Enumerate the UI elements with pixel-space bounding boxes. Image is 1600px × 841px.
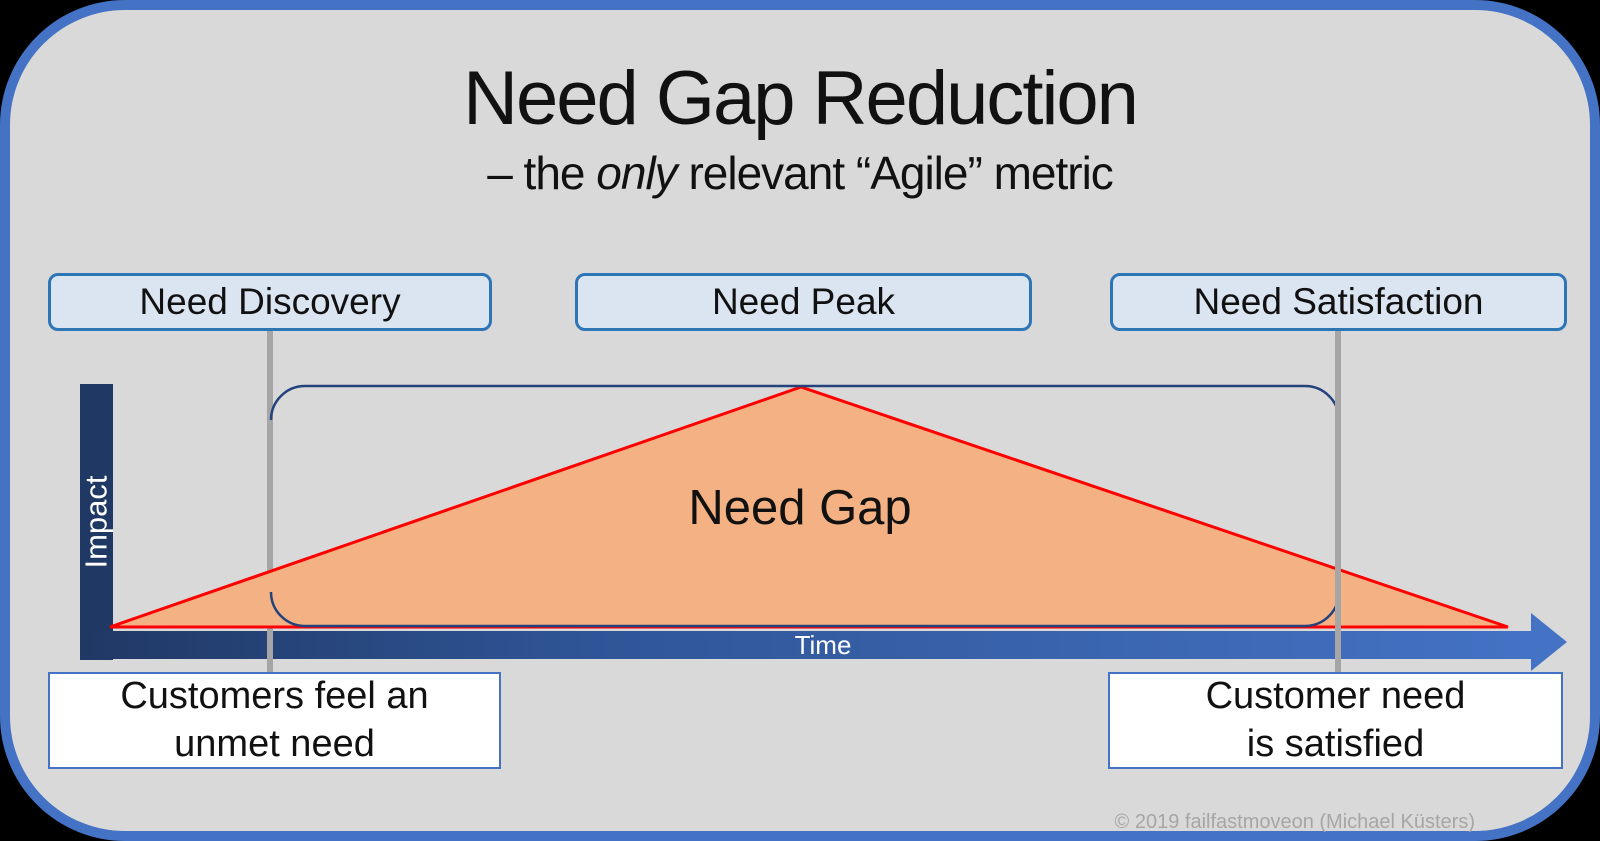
annotation-unmet-need: Customers feel an unmet need <box>48 672 501 769</box>
need-gap-label: Need Gap <box>688 481 912 535</box>
annotation-line: Customers feel an <box>120 674 429 717</box>
subtitle-suffix: relevant “Agile” metric <box>676 147 1113 199</box>
time-axis-arrowhead <box>1531 613 1567 671</box>
copyright-notice: © 2019 failfastmoveon (Michael Küsters) <box>1114 811 1475 833</box>
phase-label: Need Satisfaction <box>1193 281 1484 322</box>
phase-box-need-peak: Need Peak <box>575 273 1032 331</box>
subtitle-prefix: – the <box>487 147 597 199</box>
annotation-line: unmet need <box>174 722 375 765</box>
subtitle-emphasis: only <box>596 147 677 199</box>
phase-label: Need Discovery <box>139 281 401 322</box>
phase-box-need-satisfaction: Need Satisfaction <box>1110 273 1567 331</box>
time-axis-label: Time <box>794 630 852 660</box>
annotation-line: Customer need <box>1205 674 1466 717</box>
phase-label: Need Peak <box>711 281 896 322</box>
page-title: Need Gap Reduction <box>463 56 1139 141</box>
time-axis-bar: Time <box>80 631 1533 659</box>
need-gap-triangle-figure <box>109 384 1567 671</box>
page-subtitle: – the only relevant “Agile” metric <box>10 146 1590 200</box>
annotation-need-satisfied: Customer need is satisfied <box>1108 672 1563 769</box>
guide-line-need-satisfaction <box>1335 331 1341 672</box>
impact-axis-bar: Impact <box>79 384 114 660</box>
annotation-line: is satisfied <box>1246 722 1425 765</box>
phase-box-need-discovery: Need Discovery <box>48 273 492 331</box>
guide-line-need-discovery <box>267 331 273 672</box>
